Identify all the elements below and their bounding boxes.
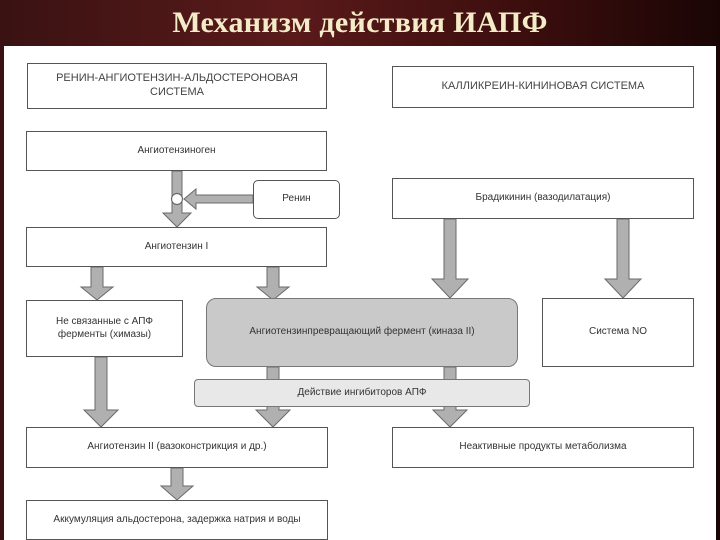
arrow-chymase-to-angiotensin2 xyxy=(82,356,120,428)
ace-inhibitors-box: Действие ингибиторов АПФ xyxy=(194,379,530,407)
angiotensin1-box: Ангиотензин I xyxy=(26,227,327,267)
no-system-box: Система NO xyxy=(542,298,694,367)
bradykinin-box: Брадикинин (вазодилатация) xyxy=(392,178,694,219)
arrow-angiotensin1-to-ace xyxy=(255,266,291,301)
arrow-angiotensin1-to-chymase xyxy=(79,266,115,301)
arrow-bradykinin-to-no xyxy=(603,218,643,299)
kks-header-box: КАЛЛИКРЕИН-КИНИНОВАЯ СИСТЕМА xyxy=(392,66,694,108)
raas-header-box: РЕНИН-АНГИОТЕНЗИН-АЛЬДОСТЕРОНОВАЯ СИСТЕМ… xyxy=(27,63,327,109)
ace-box: Ангиотензинпревращающий фермент (киназа … xyxy=(206,298,518,367)
slide-title: Механизм действия ИАПФ xyxy=(172,6,548,39)
aldosterone-box: Аккумуляция альдостерона, задержка натри… xyxy=(26,500,328,540)
renin-junction-circle xyxy=(170,192,184,206)
angiotensinogen-box: Ангиотензиноген xyxy=(26,131,327,171)
inactive-products-box: Неактивные продукты метаболизма xyxy=(392,427,694,468)
renin-box: Ренин xyxy=(253,180,340,219)
arrow-bradykinin-to-ace xyxy=(430,218,470,299)
arrow-renin-to-junction xyxy=(183,187,254,211)
chymase-box: Не связанные с АПФ ферменты (химазы) xyxy=(26,300,183,357)
angiotensin2-box: Ангиотензин II (вазоконстрикция и др.) xyxy=(26,427,328,468)
arrow-angiotensin2-to-aldosterone xyxy=(159,467,195,501)
